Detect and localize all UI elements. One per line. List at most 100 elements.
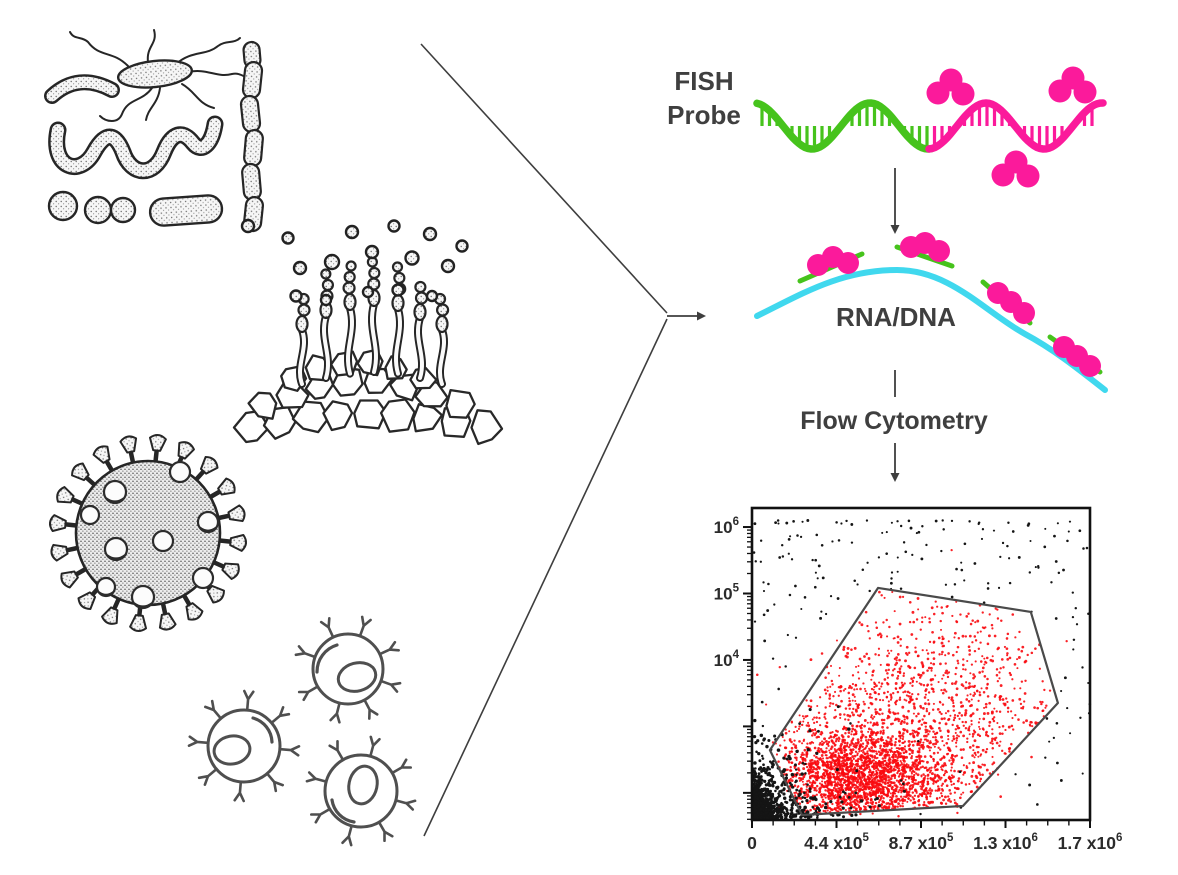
receptor-y-icon [265, 771, 284, 793]
cell-nucleus [336, 661, 378, 693]
cell-crescent [330, 798, 356, 824]
y-tick-label: 105 [714, 582, 740, 603]
spore [323, 253, 341, 271]
conidium-bead [391, 261, 404, 273]
bracket-arrowhead-icon [697, 311, 706, 321]
spore [361, 285, 375, 299]
virus-spike [60, 566, 89, 589]
conidiophore-head [435, 314, 449, 334]
x-tick-label: 1.7 x106 [1058, 832, 1123, 853]
receptor-y-icon [319, 617, 335, 640]
fish-probe-helix [753, 99, 1107, 153]
virus-illustration [49, 434, 247, 632]
conidiophore-head [295, 314, 309, 334]
conidium-bead [345, 260, 357, 272]
down-arrow-icon [890, 443, 900, 482]
virus-spike [71, 462, 98, 488]
bacilli-chain [239, 40, 264, 233]
conidium-bead [297, 303, 311, 317]
virus-spike [56, 486, 86, 507]
coccus-bacterium [47, 190, 79, 222]
immune-cell [294, 615, 402, 724]
receptor-y-icon [269, 706, 291, 725]
bacterium-flagella [69, 29, 253, 122]
receptor-y-icon [204, 699, 223, 721]
rod-bacterium [148, 194, 224, 227]
conidium-bead [414, 291, 429, 305]
receptor-y-icon [377, 640, 400, 656]
receptor-y-icon [305, 771, 329, 784]
probe-strand [753, 99, 935, 153]
x-tick-label: 1.3 x106 [973, 832, 1038, 853]
fish-probe-label-line1: FISH [674, 66, 734, 96]
cell-membrane [311, 632, 385, 706]
virus-spike [92, 445, 115, 474]
fish-probe-label-line2: Probe [667, 100, 741, 130]
cell-nucleus [347, 764, 379, 806]
down-arrow-icon [890, 168, 900, 234]
spore [440, 258, 456, 274]
receptor-y-icon [377, 820, 394, 842]
receptor-y-icon [329, 700, 342, 724]
conidiophore-head [343, 292, 357, 312]
virus-spike [158, 600, 177, 631]
flagellated-bacterium [116, 59, 194, 89]
virus-pore [95, 576, 117, 598]
spore [404, 250, 420, 266]
fluorophore-blob [1048, 66, 1097, 104]
spore [344, 224, 360, 240]
receptor-y-icon [294, 645, 318, 659]
spore [391, 283, 405, 297]
y-tick-label: 106 [714, 516, 739, 537]
fungus-base-cell [445, 388, 476, 419]
receptor-y-icon [197, 767, 219, 786]
fungus-base-cell [412, 403, 444, 433]
conidium-bead [435, 303, 450, 317]
fish-probe-label: FISH Probe [652, 64, 756, 132]
fungus-base-cell [247, 391, 278, 420]
receptor-y-icon [277, 745, 301, 757]
spore [422, 226, 438, 242]
fluorophore-blob [991, 150, 1040, 188]
virus-spike [50, 543, 81, 562]
receptor-y-icon [393, 798, 417, 811]
virus-pore [130, 584, 156, 610]
fungus-base-cell [379, 398, 416, 433]
scatter-points-canvas [690, 495, 1160, 867]
x-tick-label: 0 [747, 833, 757, 853]
receptor-y-icon [187, 735, 211, 747]
conidium-bead [368, 266, 381, 280]
virus-surface-pores [79, 460, 220, 610]
virus-spike [77, 583, 103, 610]
fluorophore-blob [926, 68, 975, 106]
receptor-y-icon [310, 807, 332, 824]
spore [281, 231, 295, 245]
spore [292, 260, 308, 276]
conidium-bead [321, 278, 335, 292]
virus-pore [168, 460, 192, 484]
cell-crescent [251, 716, 274, 744]
fluorophore-blobs [926, 66, 1097, 188]
bound-fluorophores [807, 232, 1101, 377]
receptor-y-icon [390, 758, 412, 775]
virus-pore [79, 504, 101, 526]
fungus-base-cell [353, 399, 388, 430]
receptor-y-icon [378, 679, 402, 693]
virus-spike [215, 504, 246, 523]
virus-spike [193, 456, 219, 483]
immune-cell [305, 735, 417, 847]
virus-spike [148, 434, 167, 465]
spore [289, 289, 303, 303]
y-tick-label: 104 [714, 649, 740, 670]
receptor-y-icon [358, 615, 372, 639]
virus-spike [49, 514, 80, 533]
virus-pore [103, 536, 129, 562]
fungus-base-cell [322, 400, 354, 432]
spore [364, 244, 380, 260]
receptor-y-icon [328, 740, 345, 762]
grouping-bracket [420, 43, 706, 837]
spore [240, 218, 256, 234]
